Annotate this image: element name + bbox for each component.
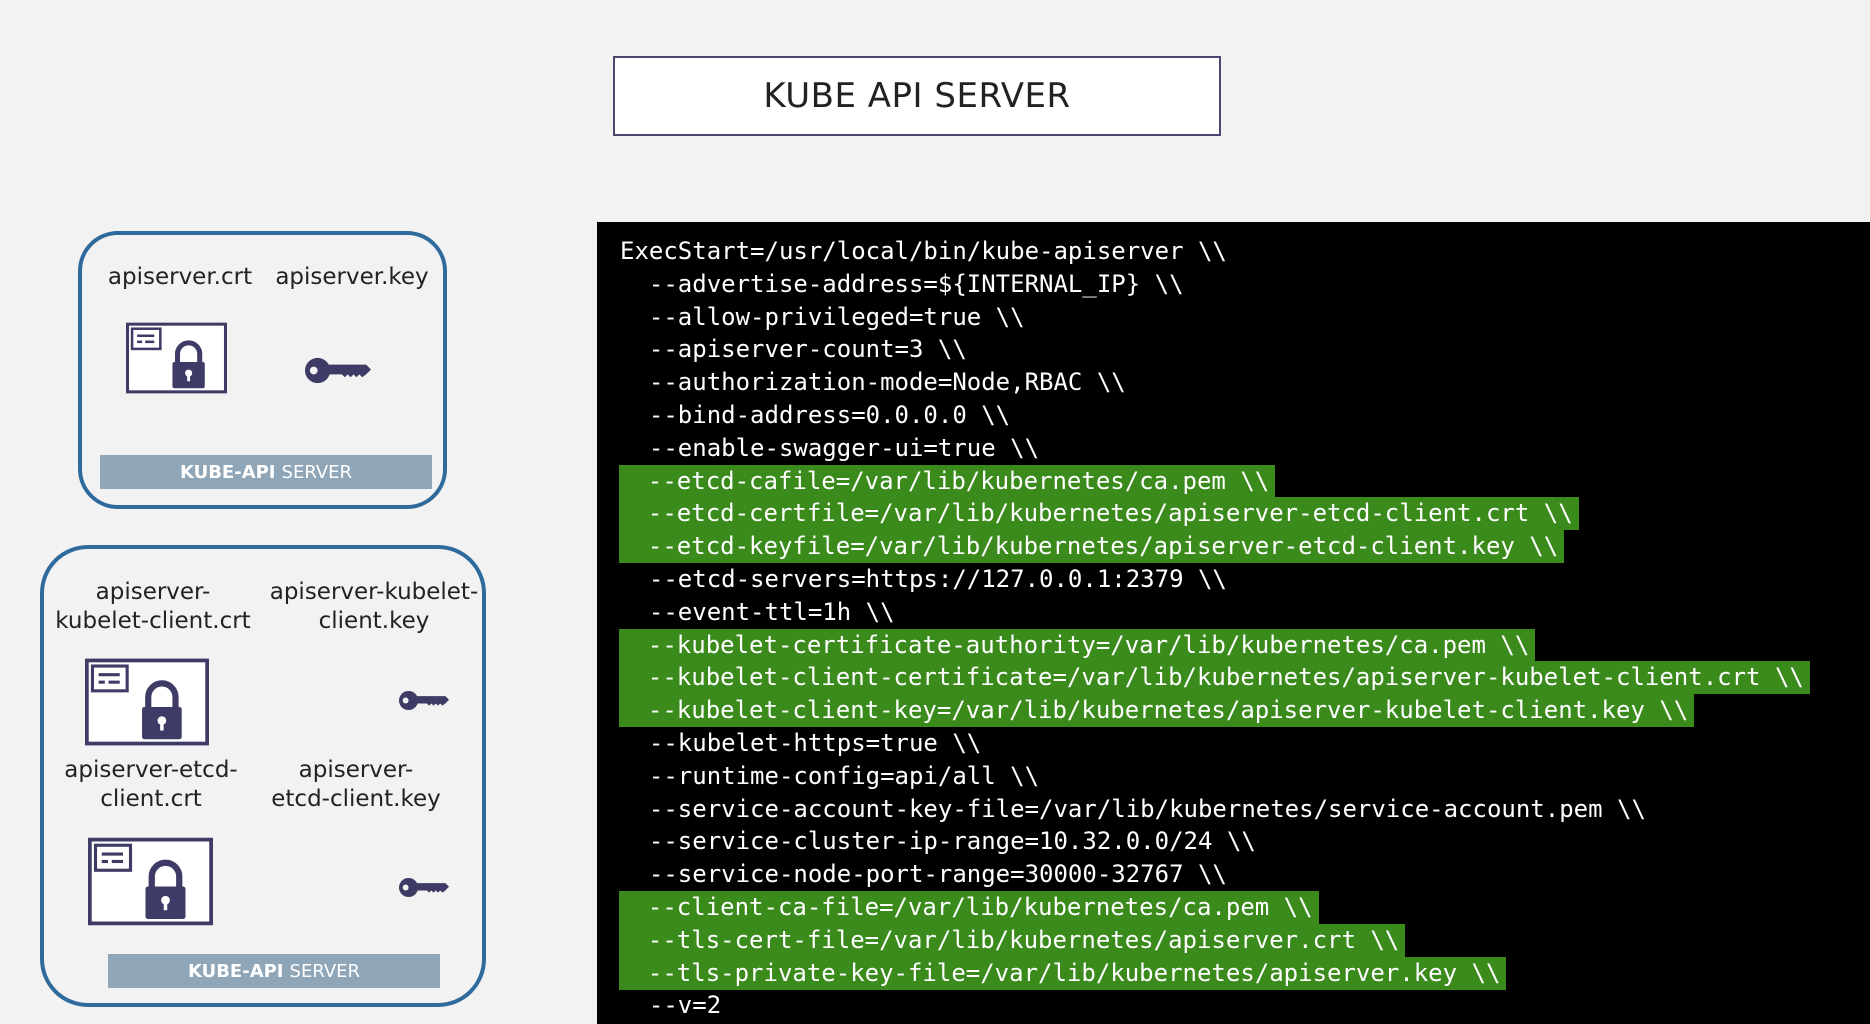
code-line: --etcd-servers=https://127.0.0.1:2379 \\ xyxy=(620,565,1227,593)
certificate-icon xyxy=(88,837,213,926)
label-line: client.crt xyxy=(100,786,202,812)
apiserver-crt-label: apiserver.crt xyxy=(107,264,253,290)
code-line-highlighted: --etcd-certfile=/var/lib/kubernetes/apis… xyxy=(619,497,1579,531)
label-line: client.key xyxy=(318,608,430,634)
code-line: --bind-address=0.0.0.0 \\ xyxy=(620,401,1011,429)
etcd-client-crt-label: apiserver-etcd- client.crt xyxy=(55,756,247,814)
label-line: apiserver- xyxy=(298,757,414,783)
code-line-highlighted: --client-ca-file=/var/lib/kubernetes/ca.… xyxy=(619,891,1319,924)
code-line: --apiserver-count=3 \\ xyxy=(620,335,967,364)
bar-bold-label: KUBE-API xyxy=(179,461,276,483)
page-title: KUBE API SERVER xyxy=(613,56,1221,136)
key-icon xyxy=(304,354,372,387)
label-line: apiserver- xyxy=(95,579,211,605)
label-line: etcd-client.key xyxy=(271,786,441,812)
bar-bold-label: KUBE-API xyxy=(187,960,284,982)
code-line-highlighted: --tls-cert-file=/var/lib/kubernetes/apis… xyxy=(619,923,1406,957)
code-line: ExecStart=/usr/local/bin/kube-apiserver … xyxy=(620,237,1227,265)
code-line-highlighted: --etcd-keyfile=/var/lib/kubernetes/apise… xyxy=(619,530,1565,564)
apiserver-service-config: ExecStart=/usr/local/bin/kube-apiserver … xyxy=(597,222,1870,1024)
bar-light-label: SERVER xyxy=(281,461,353,483)
bar-light-label: SERVER xyxy=(289,960,361,982)
code-line-highlighted: --tls-private-key-file=/var/lib/kubernet… xyxy=(619,956,1507,990)
code-line: --enable-swagger-ui=true \\ xyxy=(620,433,1040,462)
code-line: --service-node-port-range=30000-32767 \\ xyxy=(620,860,1227,889)
code-line-highlighted: --kubelet-certificate-authority=/var/lib… xyxy=(619,628,1536,662)
code-line: --allow-privileged=true \\ xyxy=(620,302,1025,331)
code-line: --runtime-config=api/all \\ xyxy=(620,761,1040,790)
code-line: --authorization-mode=Node,RBAC \\ xyxy=(620,368,1126,397)
key-icon xyxy=(398,688,450,713)
code-line: --service-account-key-file=/var/lib/kube… xyxy=(620,794,1646,823)
apiserver-key-label: apiserver.key xyxy=(275,264,429,290)
code-line-highlighted: --etcd-cafile=/var/lib/kubernetes/ca.pem… xyxy=(619,464,1276,498)
code-line-highlighted: --kubelet-client-certificate=/var/lib/ku… xyxy=(619,661,1810,695)
code-line: --v=2 xyxy=(620,991,722,1020)
label-line: apiserver-etcd- xyxy=(64,757,238,783)
key-icon xyxy=(398,875,450,900)
certificate-icon xyxy=(85,658,209,746)
code-line-highlighted: --kubelet-client-key=/var/lib/kubernetes… xyxy=(619,694,1695,728)
kubelet-client-key-label: apiserver-kubelet- client.key xyxy=(268,578,480,636)
certificate-icon xyxy=(126,322,227,394)
kube-api-server-client-panel xyxy=(40,545,486,1007)
code-line: --kubelet-https=true \\ xyxy=(620,729,982,757)
etcd-client-key-label: apiserver- etcd-client.key xyxy=(266,756,446,814)
code-line: --advertise-address=${INTERNAL_IP} \\ xyxy=(620,269,1184,298)
kube-api-server-panel xyxy=(78,231,447,509)
code-line: --event-ttl=1h \\ xyxy=(620,597,895,626)
code-line: --service-cluster-ip-range=10.32.0.0/24 … xyxy=(620,827,1256,856)
label-line: kubelet-client.crt xyxy=(55,608,251,634)
label-line: apiserver-kubelet- xyxy=(269,579,479,605)
kubelet-client-crt-label: apiserver- kubelet-client.crt xyxy=(48,578,258,636)
